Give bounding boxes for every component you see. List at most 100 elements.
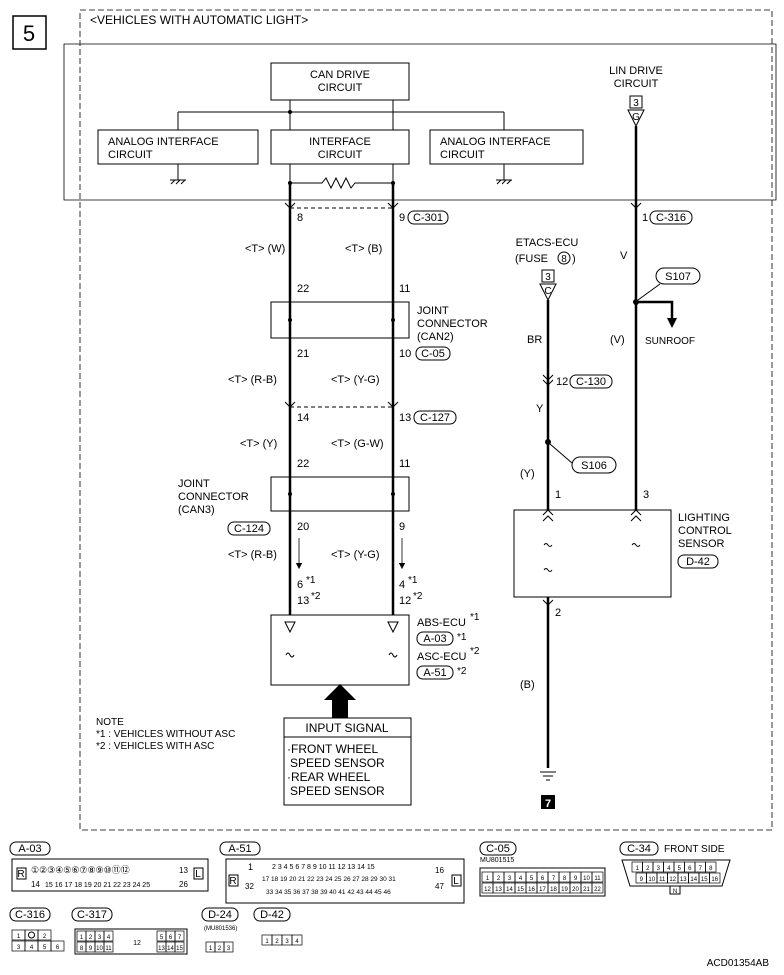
sensor-label-1: LIGHTING — [678, 512, 730, 524]
connector-a51: A-51 — [423, 667, 446, 679]
connector-d42: D-42 — [686, 556, 710, 568]
connector-pin-label: 6 — [169, 935, 173, 941]
section-header: <VEHICLES WITH AUTOMATIC LIGHT> — [90, 13, 308, 27]
jc2-label-1: JOINT — [417, 305, 449, 317]
connector-pin — [291, 934, 303, 946]
joint-connector-can3 — [270, 476, 410, 512]
connector-c34-face — [621, 859, 731, 887]
connector-pin-label: 15 — [517, 887, 524, 893]
pin-label: 20 — [297, 521, 309, 533]
abs-asc-ecu-box — [270, 614, 410, 686]
connector-pin-label: 8 — [80, 946, 84, 952]
connector-side: L — [195, 869, 201, 880]
connector-pin-label: 11 — [105, 946, 112, 952]
wire-color: <T> (Y-G) — [331, 549, 380, 561]
etacs-label: ETACS-ECU — [516, 237, 579, 249]
wire-color: (V) — [610, 334, 625, 346]
connector-pin-label: 3 — [508, 876, 512, 882]
pin-row: 15 16 17 18 19 20 21 22 23 24 25 — [45, 882, 150, 889]
connector-pin-label: 9 — [89, 946, 93, 952]
wire-color: <T> (Y) — [240, 438, 277, 450]
lighting-control-sensor-box — [513, 509, 672, 598]
asc-ecu-label: ASC-ECU — [417, 651, 467, 663]
pin-label: 13 — [297, 595, 309, 607]
fuse-terminal-box — [541, 269, 555, 283]
connector-pin-label: 7 — [178, 935, 182, 941]
input-signal-box — [283, 717, 412, 806]
pin-label: 3 — [643, 489, 649, 501]
splice-s106: S106 — [581, 460, 607, 472]
abs-ecu-label: ABS-ECU — [417, 617, 466, 629]
pin-label: 9 — [399, 212, 405, 224]
mark: *1 — [457, 632, 467, 643]
connector-pin-label: 13 — [495, 887, 502, 893]
connector-c34-tag — [619, 841, 659, 856]
connector-side: R — [17, 869, 24, 880]
part-number: MU801515 — [480, 857, 514, 864]
pin-label: 13 — [399, 412, 411, 424]
connector-pin — [37, 929, 52, 941]
connector-pin-label: 18 — [550, 887, 557, 893]
jc3-label-3: (CAN3) — [178, 504, 215, 516]
pin-label: 22 — [297, 283, 309, 295]
wire-color: (Y) — [520, 468, 535, 480]
connector-pin-label: 19 — [561, 887, 568, 893]
lin-drive-label-1: LIN DRIVE — [609, 65, 663, 77]
wire-color: BR — [527, 334, 542, 346]
connector-pin-label: 13 — [680, 877, 687, 883]
connector-c316: C-316 — [656, 212, 686, 224]
jc2-label-3: (CAN2) — [417, 331, 454, 343]
lin-terminal-box — [629, 95, 643, 109]
connector-a51-tag — [219, 841, 261, 856]
connector-c127: C-127 — [420, 412, 450, 424]
connector-pin-label: 1 — [17, 934, 21, 940]
connector-c316-badge — [649, 210, 693, 225]
connector-pin — [709, 872, 721, 884]
connector-pin-label: 2 — [497, 876, 501, 882]
connector-a51-face — [225, 858, 465, 904]
connector-pin-label: 4 — [30, 945, 34, 951]
connector-pin — [174, 941, 185, 953]
connector-pin-label: 14 — [690, 877, 697, 883]
note-line-2: *2 : VEHICLES WITH ASC — [96, 741, 214, 752]
fuse-terminal-triangle — [539, 283, 557, 302]
connector-pin-label: 14 — [167, 946, 174, 952]
connector-c05-tag — [479, 841, 517, 856]
connector-d42-tag — [253, 907, 291, 922]
splice-point — [545, 439, 551, 445]
can-drive-label-2: CIRCUIT — [318, 82, 363, 94]
connector-c301: C-301 — [413, 212, 443, 224]
pin-label: 12 — [556, 376, 568, 388]
page-number-box — [12, 15, 47, 50]
connector-pin-label: 11 — [594, 876, 601, 882]
mark: *1 — [306, 575, 316, 586]
pin-label: 1 — [555, 489, 561, 501]
interface-circuit-box — [270, 129, 410, 165]
connector-pin-label: 5 — [530, 876, 534, 882]
can-drive-circuit-box — [270, 62, 410, 101]
connector-key: N — [673, 889, 677, 895]
connector-a51-badge — [416, 665, 454, 680]
connector-side: R — [229, 876, 236, 887]
connector-pin-label: 6 — [541, 876, 545, 882]
interface-label-2: CIRCUIT — [318, 149, 363, 161]
connector-pin-label: 10 — [648, 877, 655, 883]
pin-start: 14 — [31, 880, 40, 889]
pin-label: 4 — [399, 579, 405, 591]
connector-pin — [591, 882, 604, 894]
mark: *2 — [413, 591, 423, 602]
connector-pin-label: 3 — [98, 935, 102, 941]
connector-pin-label: 2 — [646, 866, 650, 872]
note-title: NOTE — [96, 717, 124, 728]
interface-label-1: INTERFACE — [309, 136, 371, 148]
connector-pin-label: 12 — [669, 877, 676, 883]
pin-32: 32 — [245, 882, 254, 891]
connector-pin — [591, 871, 604, 883]
connector-pin-label: 9 — [640, 877, 644, 883]
connector-pin-label: 7 — [699, 866, 703, 872]
